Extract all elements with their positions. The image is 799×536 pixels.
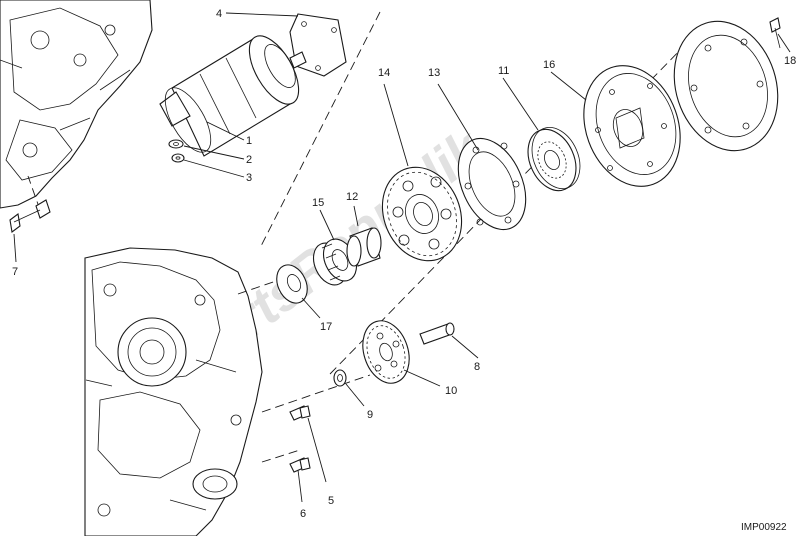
crankcase-lower <box>84 247 263 536</box>
gasket-plate <box>289 13 347 77</box>
callout-13: 13 <box>428 67 440 79</box>
callout-3: 3 <box>246 172 252 184</box>
idler-gear-10 <box>362 320 410 384</box>
callout-7: 7 <box>12 266 18 278</box>
bushing-12 <box>346 227 382 267</box>
shim-washer-17 <box>276 264 308 304</box>
callout-16: 16 <box>543 59 555 71</box>
screw-6 <box>289 457 311 473</box>
callout-4: 4 <box>216 8 222 20</box>
pin-8 <box>419 322 455 345</box>
callout-9: 9 <box>367 409 373 421</box>
callout-12: 12 <box>346 191 358 203</box>
callout-2: 2 <box>246 154 252 166</box>
bolt-18 <box>769 17 781 49</box>
screw-5 <box>289 405 311 421</box>
leader-lines <box>13 12 791 503</box>
callout-11: 11 <box>498 65 509 77</box>
callout-17: 17 <box>320 321 332 333</box>
callout-numbers: 4 1 2 3 7 14 13 11 16 18 12 15 17 8 10 9… <box>12 8 796 520</box>
starter-gear-14 <box>381 166 463 262</box>
callout-5: 5 <box>328 495 334 507</box>
flywheel-16 <box>583 65 681 187</box>
callout-6: 6 <box>300 508 306 520</box>
callout-18: 18 <box>784 55 796 67</box>
crankcase-upper <box>0 0 153 209</box>
flywheel-ring <box>673 20 779 152</box>
callout-8: 8 <box>474 361 480 373</box>
drawing-code: IMP00922 <box>741 522 787 533</box>
starter-motor <box>159 35 307 157</box>
callout-15: 15 <box>312 197 324 209</box>
washers-2-3 <box>168 139 185 163</box>
callout-1: 1 <box>246 135 252 147</box>
freewheel-11 <box>527 127 581 192</box>
callout-10: 10 <box>445 385 457 397</box>
callout-14: 14 <box>378 67 390 79</box>
washer-9 <box>333 369 347 387</box>
screw-7 <box>9 199 51 233</box>
